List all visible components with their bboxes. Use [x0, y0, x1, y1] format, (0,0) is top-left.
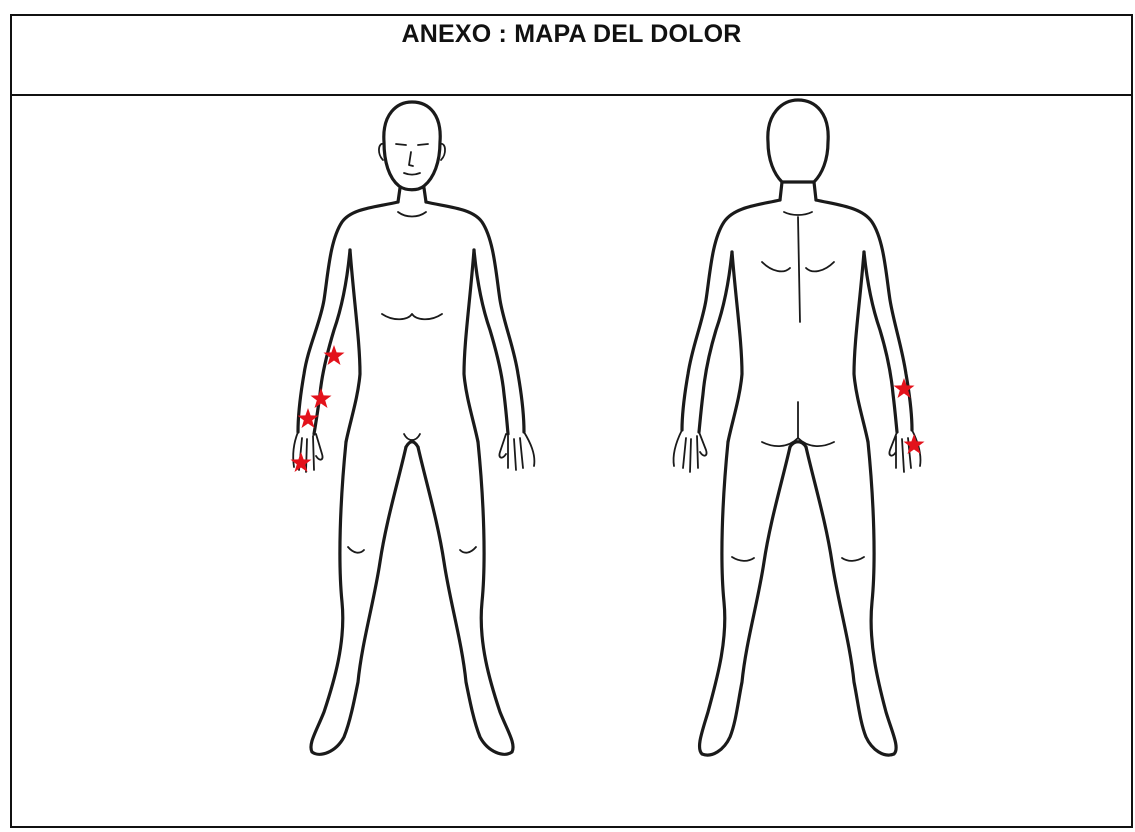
back-body-figure: [673, 100, 920, 755]
body-map-area: [12, 96, 1131, 828]
pain-star-icon: [904, 434, 925, 454]
pain-star-icon: [311, 388, 332, 408]
pain-map-form: ANEXO : MAPA DEL DOLOR: [10, 14, 1133, 828]
pain-star-icon: [894, 378, 915, 398]
pain-markers: [291, 345, 925, 472]
front-body-figure: [293, 102, 534, 754]
